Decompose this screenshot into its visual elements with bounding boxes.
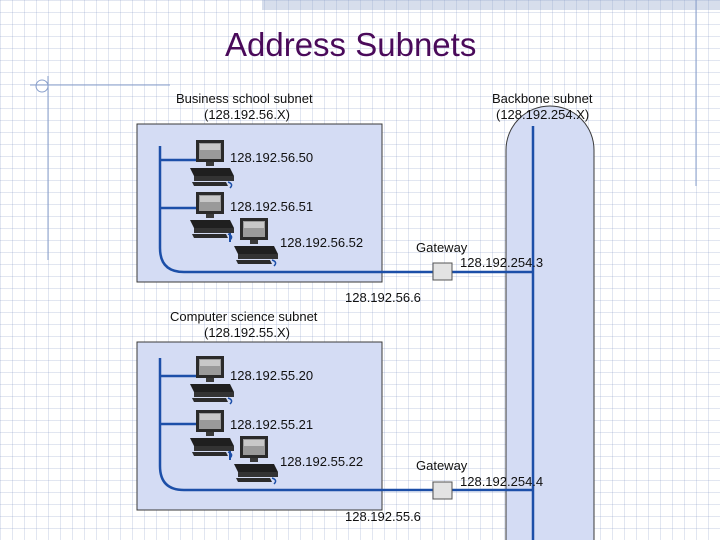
business-gateway-box [432,262,453,281]
cs-gateway-subnet-ip: 128.192.55.6 [345,509,421,524]
cs-gateway-label: Gateway [416,458,468,473]
business-gateway-backbone-ip: 128.192.254.3 [460,255,544,270]
business-host-ip: 128.192.56.51 [230,199,314,214]
business-subnet-name: Business school subnet [176,91,313,106]
cs-host-ip: 128.192.55.22 [280,454,364,469]
business-host-ip: 128.192.56.50 [230,150,314,165]
business-host-ip: 128.192.56.52 [280,235,364,250]
backbone-range: (128.192.254.X) [496,107,590,122]
slide-title: Address Subnets [225,26,477,63]
cs-gateway-box [432,481,453,500]
business-cable [158,146,433,274]
business-subnet-range: (128.192.56.X) [204,107,291,122]
decor-top-band [262,0,720,10]
cs-subnet-name: Computer science subnet [170,309,318,324]
business-gateway-label: Gateway [416,240,468,255]
backbone-name: Backbone subnet [492,91,593,106]
cs-cable [158,358,433,492]
business-gateway-subnet-ip: 128.192.56.6 [345,290,421,305]
cs-gateway-backbone-ip: 128.192.254.4 [460,474,544,489]
backbone-pill [505,105,595,540]
decor-circle [35,79,49,93]
cs-subnet-range: (128.192.55.X) [204,325,291,340]
cs-host-ip: 128.192.55.21 [230,417,314,432]
cs-host-ip: 128.192.55.20 [230,368,314,383]
